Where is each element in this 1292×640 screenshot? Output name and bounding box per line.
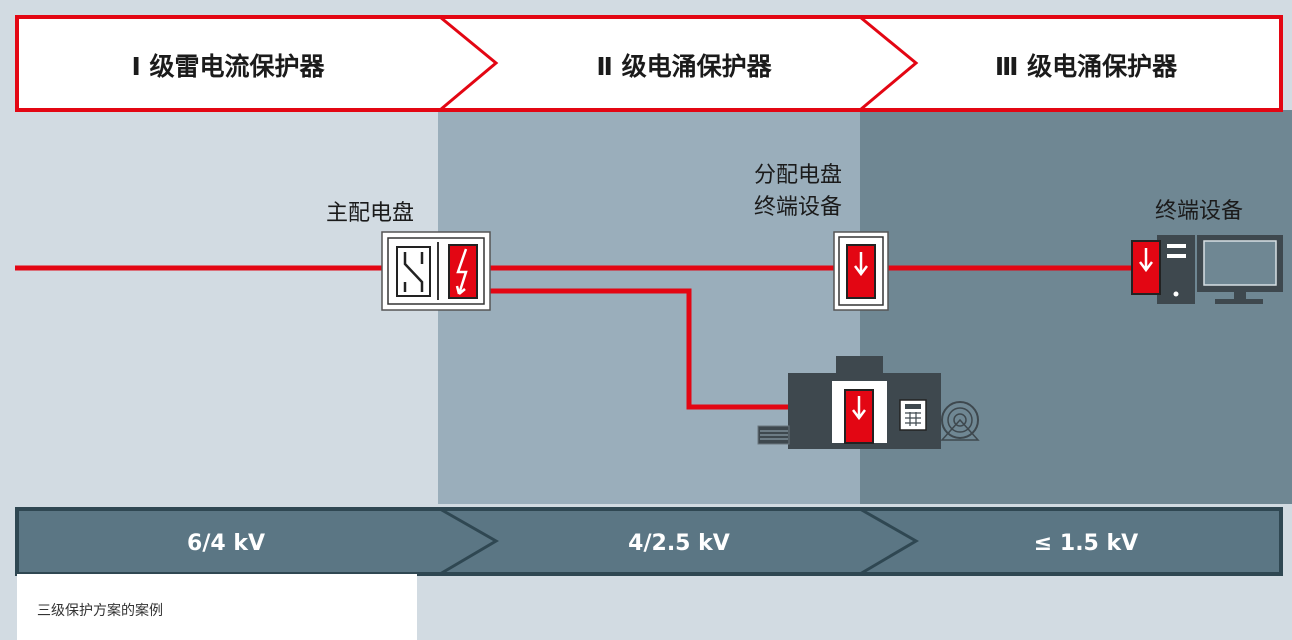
voltage-level-1: 6/4 kV bbox=[187, 531, 265, 556]
voltage-bar-border bbox=[15, 507, 1283, 576]
pc-drive-slot-2 bbox=[1167, 254, 1186, 258]
monitor-neck bbox=[1234, 292, 1246, 300]
voltage-level-bar: 6/4 kV 4/2.5 kV ≤ 1.5 kV bbox=[15, 507, 1283, 576]
voltage-level-2: 4/2.5 kV bbox=[628, 531, 730, 556]
main-panel: 主配电盘 bbox=[326, 201, 491, 311]
protection-level-header: Ⅰ 级雷电流保护器 Ⅱ 级电涌保护器 Ⅲ 级电涌保护器 bbox=[15, 15, 1283, 112]
machine-device bbox=[757, 356, 980, 449]
switch-icon bbox=[396, 246, 431, 297]
distribution-panel-label-line-2: 终端设备 bbox=[754, 195, 842, 220]
branch-line-to-motor bbox=[489, 288, 788, 410]
down-arrow-icon bbox=[854, 252, 868, 277]
distribution-panel: 分配电盘 终端设备 bbox=[754, 163, 889, 311]
switch-contact bbox=[403, 252, 424, 292]
fin-icon bbox=[757, 425, 790, 445]
caption: 三级保护方案的案例 bbox=[37, 602, 163, 619]
monitor-base bbox=[1215, 299, 1263, 304]
terminal-device-label: 终端设备 bbox=[1155, 199, 1243, 224]
stage-3-label: Ⅲ 级电涌保护器 bbox=[995, 52, 1178, 81]
header-border bbox=[15, 15, 1283, 112]
stage-1-label: Ⅰ 级雷电流保护器 bbox=[131, 52, 325, 81]
terminal-down-arrow-icon bbox=[1139, 248, 1153, 273]
pc-drive-slot-1 bbox=[1167, 244, 1186, 248]
main-panel-label: 主配电盘 bbox=[326, 201, 414, 226]
voltage-chevron-1 bbox=[439, 507, 499, 576]
distribution-panel-inner-frame bbox=[838, 236, 884, 306]
header-band bbox=[17, 17, 1281, 110]
voltage-chevron-2 bbox=[859, 507, 919, 576]
power-lines bbox=[15, 265, 1133, 410]
machine-top-block bbox=[836, 356, 883, 374]
lightning-bolt-icon bbox=[455, 248, 468, 295]
distribution-panel-label-line-1: 分配电盘 bbox=[754, 163, 842, 188]
caption-box bbox=[17, 574, 417, 640]
pc-power-led bbox=[1173, 291, 1179, 297]
stage-2-label: Ⅱ 级电涌保护器 bbox=[596, 52, 772, 81]
header-chevron-2 bbox=[859, 15, 919, 112]
main-panel-inner-frame bbox=[387, 237, 485, 305]
voltage-bar-background bbox=[17, 509, 1281, 574]
header-chevron-1 bbox=[439, 15, 499, 112]
monitor-screen bbox=[1203, 240, 1277, 286]
voltage-level-3: ≤ 1.5 kV bbox=[1034, 531, 1138, 556]
motor-pulley-icon bbox=[940, 401, 980, 441]
terminal-device: 终端设备 bbox=[1131, 199, 1283, 304]
machine-down-arrow-icon bbox=[852, 396, 866, 421]
